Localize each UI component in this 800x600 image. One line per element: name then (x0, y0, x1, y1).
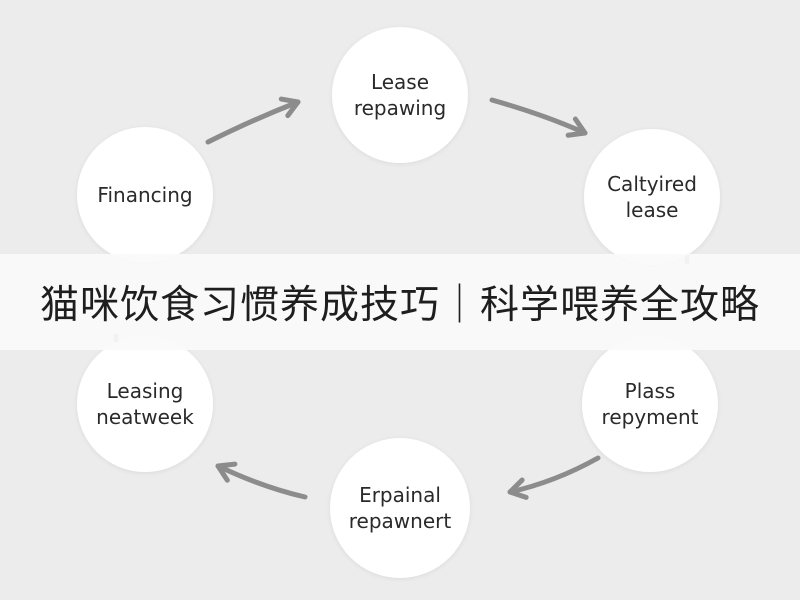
node-text-line: Erpainal (359, 483, 441, 507)
node-circle-lease-repawing (332, 27, 468, 163)
node-circle-caltyired-lease (584, 129, 720, 265)
arrow-head (507, 477, 529, 500)
arrow-head (278, 96, 301, 119)
node-circle-leasing-neatweek (77, 336, 213, 472)
arrow-shaft (215, 463, 308, 500)
arrow-head (565, 116, 588, 138)
node-text-line: neatweek (96, 405, 194, 429)
node-text-line: repyment (601, 405, 699, 429)
node-label-financing: Financing (77, 127, 213, 263)
node-text-line: Caltyired (607, 172, 697, 196)
cycle-arrow-6 (205, 96, 301, 145)
node-circle-financing (77, 127, 213, 263)
title-banner: 猫咪饮食习惯养成技巧｜科学喂养全攻略 (0, 254, 800, 350)
cycle-arrow-1 (489, 97, 588, 138)
node-text-line: lease (625, 198, 679, 222)
arrow-shaft (205, 99, 301, 145)
node-text-line: Financing (97, 183, 193, 207)
banner-title: 猫咪饮食习惯养成技巧｜科学喂养全攻略 (39, 283, 760, 328)
node-circle-erpainal-repawnert (330, 438, 470, 578)
node-text-line: Lease (370, 70, 430, 94)
arrow-shaft (507, 455, 601, 495)
arrow-shaft (489, 97, 588, 136)
node-text-line: Leasing (106, 379, 184, 403)
arrow-head (215, 461, 238, 483)
node-text-line: Plass (624, 379, 676, 403)
cycle-arrow-4 (215, 461, 308, 500)
cycle-arrow-3 (507, 455, 601, 500)
node-circle-plass-repyment (582, 336, 718, 472)
node-text-line: repawnert (348, 509, 452, 533)
node-text-line: repawing (353, 96, 447, 120)
